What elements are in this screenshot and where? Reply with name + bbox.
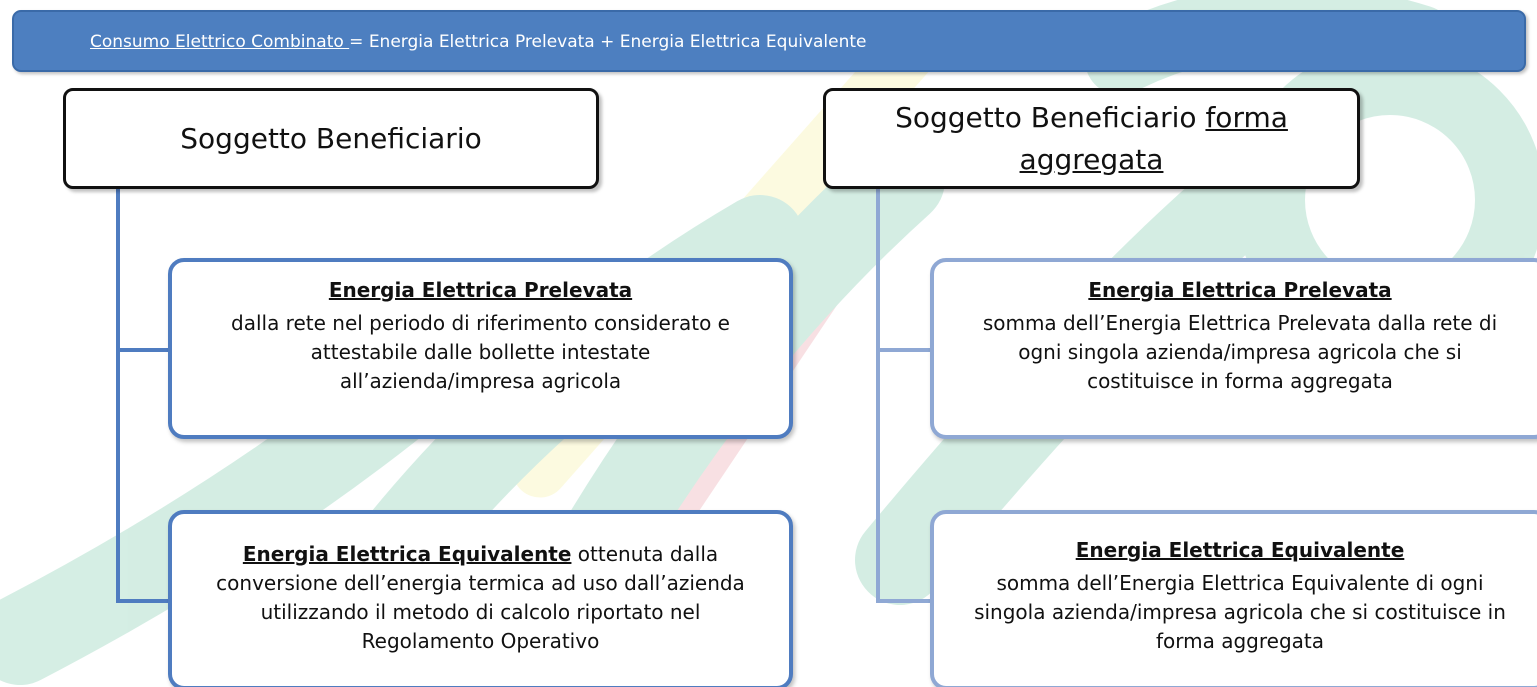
right-prelevata-line2: ogni singola azienda/impresa agricola ch… [1018, 340, 1462, 364]
right-equivalente-box: Energia Elettrica Equivalente somma dell… [930, 510, 1537, 687]
right-equivalente-line1: somma dell’Energia Elettrica Equivalente… [996, 571, 1484, 595]
left-subject-title-text: Soggetto Beneficiario [180, 121, 482, 155]
left-prelevata-line3: all’azienda/impresa agricola [339, 369, 622, 393]
left-tree-trunk [116, 189, 120, 603]
left-prelevata-box: Energia Elettrica Prelevata dalla rete n… [168, 258, 793, 439]
right-equivalente-line2: singola azienda/impresa agricola che si … [974, 600, 1506, 624]
left-branch-2 [116, 599, 170, 603]
left-equivalente-line1: Energia Elettrica Equivalente ottenuta d… [188, 540, 773, 569]
left-subject-title: Soggetto Beneficiario [63, 88, 599, 189]
right-subject-title: Soggetto Beneficiario forma aggregata [823, 88, 1360, 189]
left-prelevata-line1: dalla rete nel periodo di riferimento co… [231, 311, 730, 335]
right-prelevata-box: Energia Elettrica Prelevata somma dell’E… [930, 258, 1537, 439]
right-branch-2 [876, 599, 932, 603]
right-title-underlined-1: forma [1205, 100, 1288, 134]
right-equivalente-heading: Energia Elettrica Equivalente [1075, 538, 1405, 562]
left-equivalente-line4: Regolamento Operativo [361, 629, 600, 653]
left-equivalente-line3: utilizzando il metodo di calcolo riporta… [260, 600, 701, 624]
left-branch-1 [116, 348, 170, 352]
left-equivalente-heading: Energia Elettrica Equivalente [242, 542, 572, 566]
left-equivalente-box: Energia Elettrica Equivalente ottenuta d… [168, 510, 793, 687]
right-title-underlined-2: aggregata [1019, 142, 1164, 176]
formula-term: Consumo Elettrico Combinato [90, 32, 350, 52]
left-prelevata-heading: Energia Elettrica Prelevata [328, 278, 633, 302]
formula-definition: = Energia Elettrica Prelevata + Energia … [349, 32, 867, 52]
formula-text: Consumo Elettrico Combinato = Energia El… [90, 32, 867, 52]
right-tree-trunk [876, 189, 880, 603]
right-prelevata-heading: Energia Elettrica Prelevata [1088, 278, 1392, 302]
right-equivalente-line3: forma aggregata [1155, 629, 1325, 653]
right-prelevata-line1: somma dell’Energia Elettrica Prelevata d… [982, 311, 1498, 335]
right-subject-title-line1: Soggetto Beneficiario forma [895, 97, 1288, 139]
right-title-plain: Soggetto Beneficiario [895, 100, 1206, 134]
formula-banner: Consumo Elettrico Combinato = Energia El… [12, 10, 1526, 72]
right-prelevata-line3: costituisce in forma aggregata [1087, 369, 1393, 393]
right-subject-title-line2: aggregata [1020, 139, 1164, 181]
left-prelevata-line2: attestabile dalle bollette intestate [310, 340, 651, 364]
right-branch-1 [876, 348, 932, 352]
left-equivalente-line1-tail: ottenuta dalla [571, 542, 719, 566]
left-equivalente-line2: conversione dell’energia termica ad uso … [216, 571, 745, 595]
